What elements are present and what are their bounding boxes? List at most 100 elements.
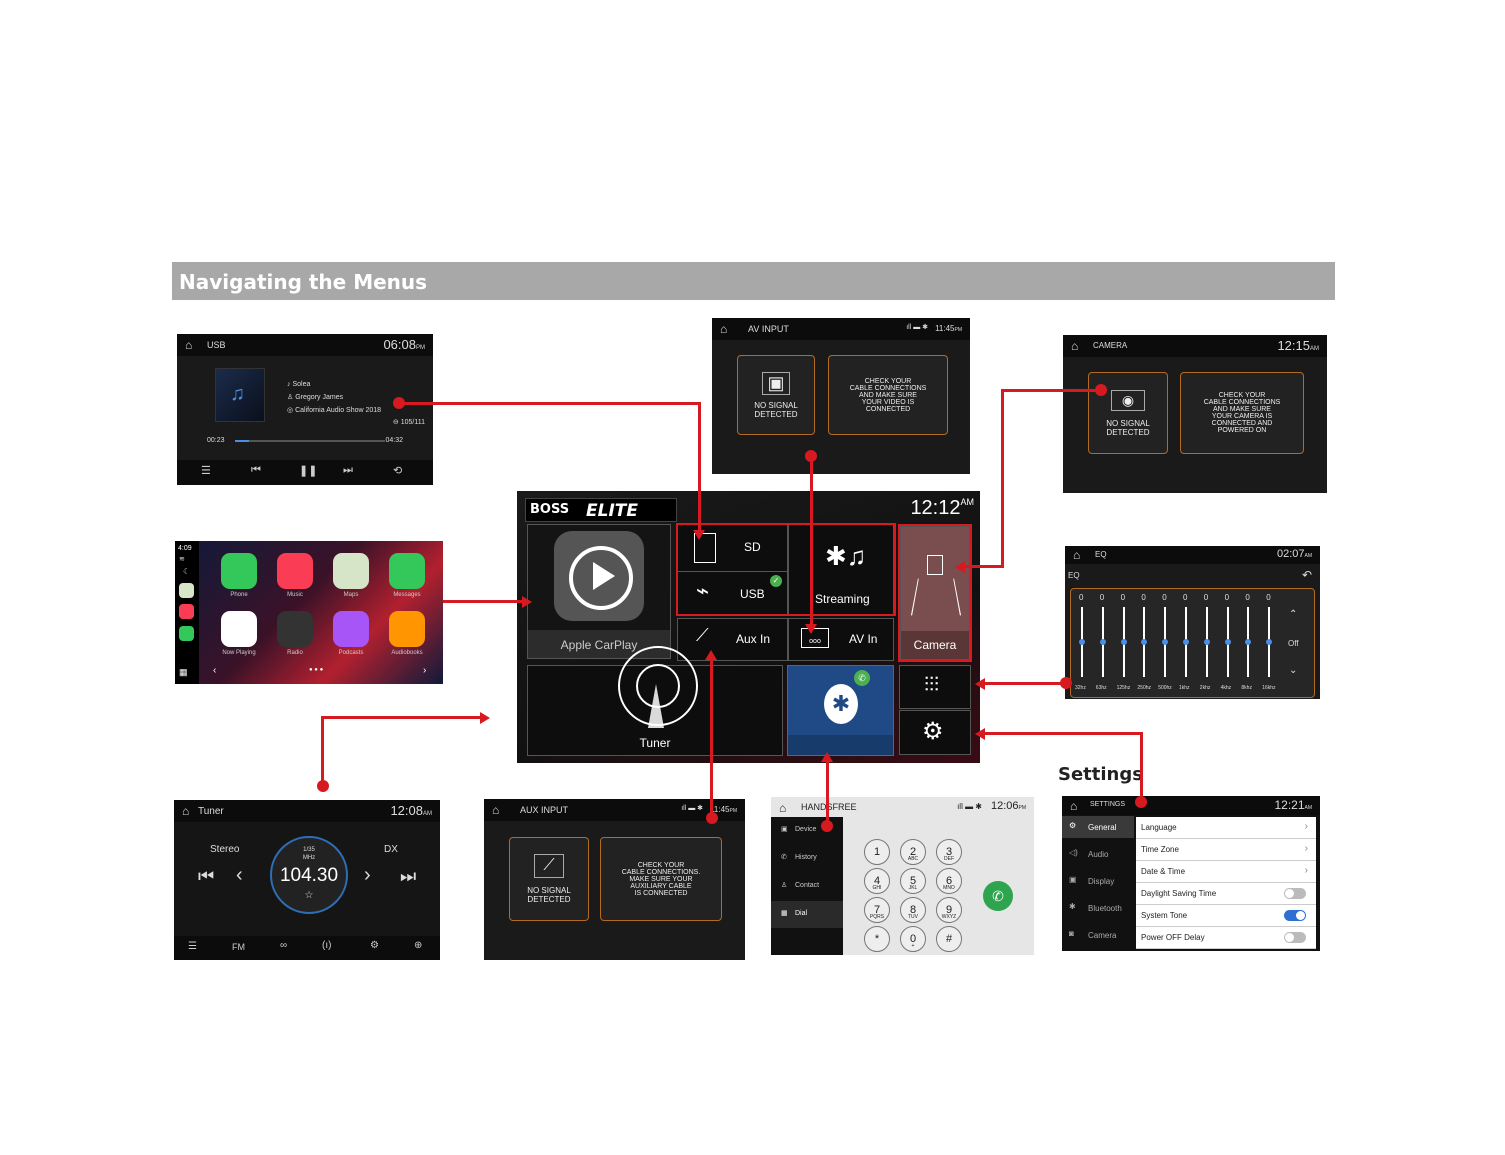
settings-row[interactable]: Date & Time› xyxy=(1136,861,1316,883)
sidebar-item-display[interactable]: ▣Display xyxy=(1069,875,1115,886)
eq-mode[interactable]: Off xyxy=(1288,639,1299,648)
app-podcasts-icon[interactable] xyxy=(333,611,369,647)
tune-down-icon[interactable]: ‹ xyxy=(236,864,243,886)
sidebar-item-device[interactable]: ▣Device xyxy=(781,826,817,833)
camera-tile[interactable]: Camera xyxy=(900,526,970,660)
seek-back-icon[interactable]: ⏮ xyxy=(198,866,215,886)
app-music-icon[interactable] xyxy=(277,553,313,589)
home-icon[interactable]: ⌂ xyxy=(1073,548,1081,562)
app-audiobooks-icon[interactable] xyxy=(389,611,425,647)
dial-key-letters: MNO xyxy=(943,885,955,891)
dock-music-icon[interactable] xyxy=(179,604,194,619)
eq-slider-knob[interactable] xyxy=(1079,639,1085,645)
dial-key-digit: 9 xyxy=(945,904,953,916)
sidebar-item-contact[interactable]: ♙Contact xyxy=(781,882,820,889)
settings-row[interactable]: Daylight Saving Time xyxy=(1136,883,1316,905)
eq-slider-knob[interactable] xyxy=(1120,639,1127,645)
app-maps-icon[interactable] xyxy=(333,553,369,589)
av-in-tile[interactable]: ooo AV In xyxy=(788,618,894,661)
dial-key-digit: 2 xyxy=(909,846,917,858)
settings-row[interactable]: Power OFF Delay xyxy=(1136,927,1316,949)
toggle-switch[interactable] xyxy=(1284,888,1306,899)
eq-down-icon[interactable]: ⌄ xyxy=(1289,665,1298,676)
streaming-tile[interactable]: ✱♫ Streaming xyxy=(788,524,894,615)
home-icon[interactable]: ⌂ xyxy=(1071,339,1079,353)
settings-tile[interactable]: ⚙ xyxy=(899,710,971,755)
home-icon[interactable]: ⌂ xyxy=(492,803,500,817)
scan-icon[interactable]: ∞ xyxy=(280,940,288,951)
app-radio-icon[interactable] xyxy=(277,611,313,647)
apple-carplay-tile[interactable]: Apple CarPlay xyxy=(527,524,671,659)
eq-slider-knob[interactable] xyxy=(1224,639,1231,645)
dial-key[interactable]: * xyxy=(864,926,890,952)
seek-forward-icon[interactable]: ⏭ xyxy=(400,866,417,886)
eq-slider-knob[interactable] xyxy=(1141,639,1148,645)
home-icon[interactable]: ⌂ xyxy=(185,338,193,352)
eq-slider-knob[interactable] xyxy=(1183,639,1189,645)
dial-key[interactable]: 0+ xyxy=(900,926,926,952)
list-icon[interactable]: ☰ xyxy=(188,941,197,952)
settings-row[interactable]: Time Zone› xyxy=(1136,839,1316,861)
eq-slider-knob[interactable] xyxy=(1266,639,1273,645)
sidebar-item-bluetooth[interactable]: ✱Bluetooth xyxy=(1069,902,1122,913)
back-icon[interactable]: ↶ xyxy=(1301,568,1312,582)
dock-maps-icon[interactable] xyxy=(179,583,194,598)
tune-up-icon[interactable]: › xyxy=(364,864,371,886)
dx-label[interactable]: DX xyxy=(384,844,398,855)
signal-icon[interactable]: (ı) xyxy=(322,940,332,951)
toggle-switch[interactable] xyxy=(1284,910,1306,921)
repeat-icon[interactable]: ⟲ xyxy=(393,465,403,477)
home-icon[interactable]: ⌂ xyxy=(182,804,190,818)
search-icon[interactable]: ⊕ xyxy=(414,940,423,951)
eq-slider-knob[interactable] xyxy=(1099,639,1106,645)
home-icon[interactable]: ⌂ xyxy=(720,322,728,336)
app-phone-icon[interactable] xyxy=(221,553,257,589)
dial-key[interactable]: 1 xyxy=(864,839,890,865)
app-now-playing-icon[interactable] xyxy=(221,611,257,647)
progress-bar[interactable] xyxy=(235,440,385,442)
dial-key[interactable]: # xyxy=(936,926,962,952)
app-messages-icon[interactable] xyxy=(389,553,425,589)
settings-row[interactable]: Language› xyxy=(1136,817,1316,839)
sidebar-item-audio[interactable]: ◁)Audio xyxy=(1069,848,1109,859)
band-button[interactable]: FM xyxy=(232,942,245,952)
sidebar-item-dial[interactable]: ▦Dial xyxy=(771,901,843,928)
dashboard-icon[interactable]: ▦ xyxy=(179,667,188,677)
settings-gear-icon[interactable]: ⚙ xyxy=(370,940,379,951)
home-icon[interactable]: ⌂ xyxy=(779,801,787,815)
settings-row[interactable]: System Tone xyxy=(1136,905,1316,927)
playlist-icon[interactable]: ☰ xyxy=(201,465,211,477)
eq-slider-knob[interactable] xyxy=(1162,639,1169,645)
home-icon[interactable]: ⌂ xyxy=(1070,799,1078,813)
eq-slider-knob[interactable] xyxy=(1203,639,1210,645)
next-icon[interactable]: ⏭ xyxy=(343,464,353,476)
sidebar-item-general[interactable]: ⚙General xyxy=(1062,816,1134,838)
call-button[interactable]: ✆ xyxy=(983,881,1013,911)
toggle-switch[interactable] xyxy=(1284,932,1306,943)
eq-tile[interactable]: ⫶⫶⫶ xyxy=(899,665,971,709)
favorite-star-icon[interactable]: ☆ xyxy=(304,890,314,901)
usb-tile[interactable]: ⌁ USB ✓ xyxy=(677,571,788,615)
pause-icon[interactable]: ❚❚ xyxy=(299,465,318,477)
tuner-tile[interactable]: Tuner xyxy=(527,646,783,756)
eq-slider-knob[interactable] xyxy=(1245,639,1252,645)
sidebar-item-history[interactable]: ✆History xyxy=(781,854,817,861)
eq-band-label: 4khz xyxy=(1220,685,1232,691)
previous-icon[interactable]: ⏮ xyxy=(251,464,261,476)
aux-in-tile[interactable]: ⟋ Aux In xyxy=(677,618,788,661)
eq-up-icon[interactable]: ⌃ xyxy=(1289,609,1298,620)
page-prev-icon[interactable]: ‹ xyxy=(213,665,217,676)
dock-phone-icon[interactable] xyxy=(179,626,194,641)
sidebar-item-camera[interactable]: ◙Camera xyxy=(1069,929,1117,940)
bluetooth-phone-tile[interactable]: ✱ ✆ xyxy=(787,665,894,756)
page-next-icon[interactable]: › xyxy=(423,665,427,676)
